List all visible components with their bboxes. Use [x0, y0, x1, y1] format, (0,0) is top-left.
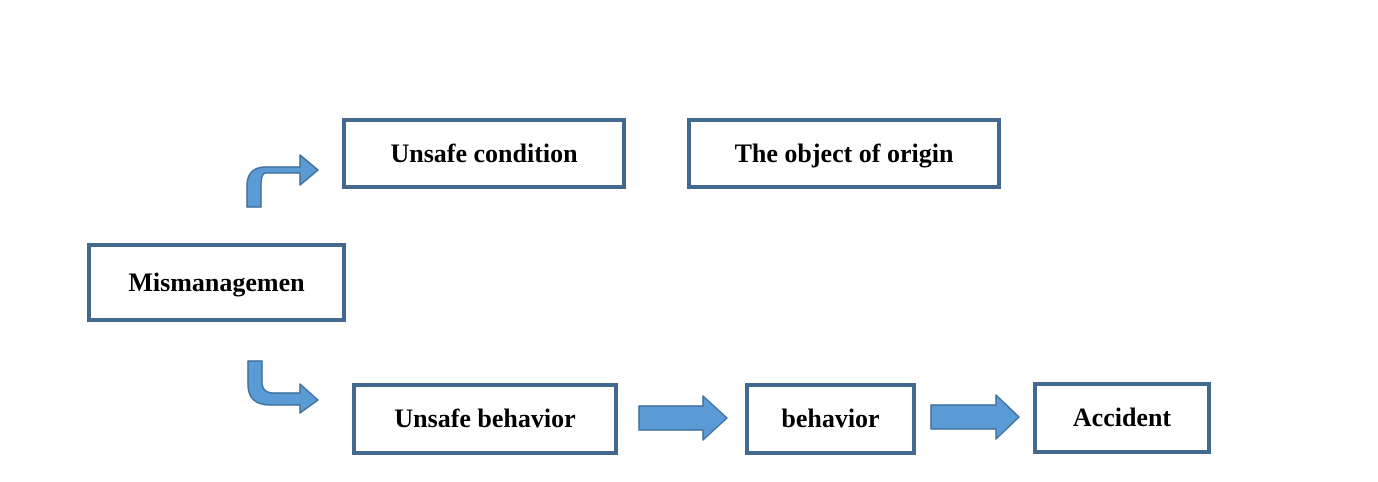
node-mismanagement-label: Mismanagemen [128, 267, 305, 297]
bent-arrow-up-right [246, 154, 319, 208]
arrow-unsafe-behavior-to-behavior [638, 395, 728, 441]
bent-arrow-down-right [247, 360, 319, 414]
node-unsafe-behavior-label: Unsafe behavior [394, 404, 576, 433]
node-mismanagement: Mismanagemen [87, 243, 346, 322]
node-unsafe-behavior: Unsafe behavior [352, 383, 618, 455]
node-unsafe-condition: Unsafe condition [342, 118, 626, 189]
arrow-behavior-to-accident [930, 394, 1020, 440]
node-behavior: behavior [745, 383, 916, 455]
node-object-of-origin-label: The object of origin [734, 138, 954, 168]
node-object-of-origin: The object of origin [687, 118, 1001, 189]
node-behavior-label: behavior [781, 404, 880, 433]
node-unsafe-condition-label: Unsafe condition [390, 138, 578, 168]
node-accident-label: Accident [1072, 403, 1172, 432]
node-accident: Accident [1033, 382, 1211, 454]
